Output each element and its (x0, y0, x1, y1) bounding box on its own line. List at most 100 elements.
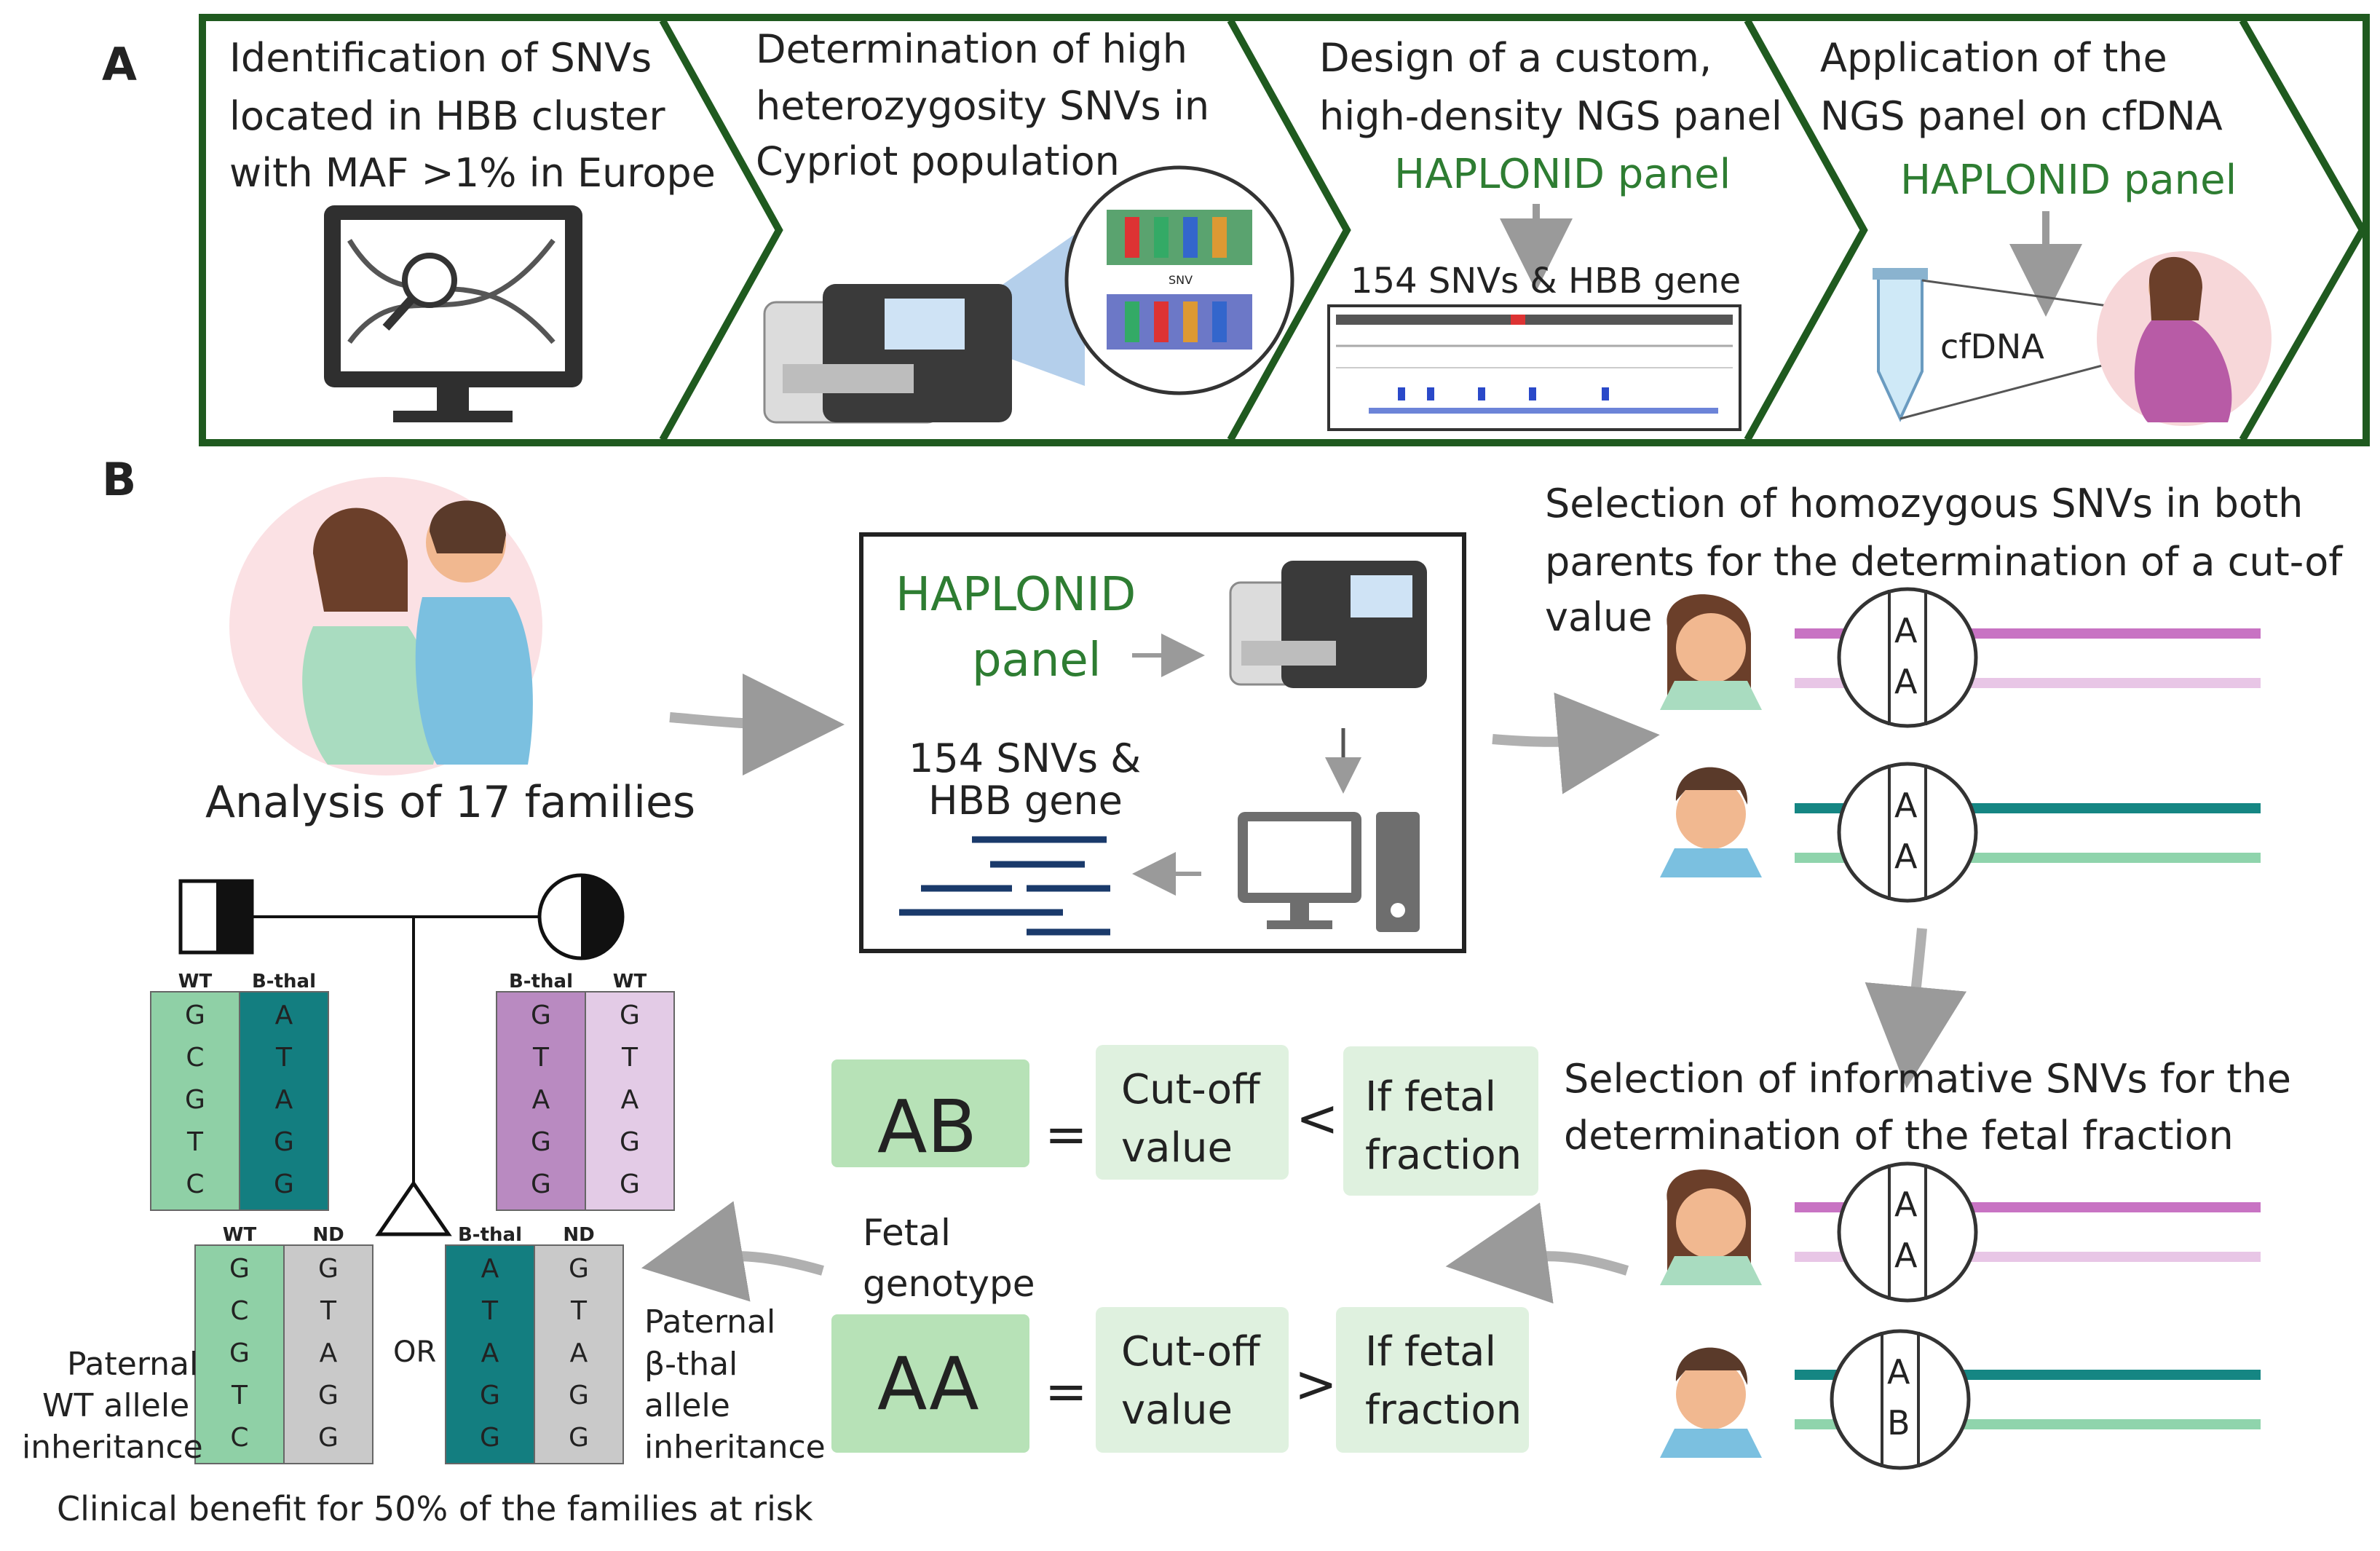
monitor-dna-icon (324, 205, 582, 422)
cutoff-2-line1: Cut-off (1121, 1328, 1261, 1376)
fetus-symbol (375, 1180, 452, 1236)
step4-panel-name: HAPLONID panel (1900, 157, 2237, 204)
haplotype-base: G (569, 1381, 589, 1410)
pregnant-woman-icon (2097, 251, 2272, 426)
step3-panel-name: HAPLONID panel (1394, 151, 1731, 198)
op-2: > (1294, 1354, 1337, 1414)
snv-inset-label: SNV (1169, 273, 1193, 287)
arrow-down (1865, 928, 1967, 1089)
step3-sub: 154 SNVs & HBB gene (1351, 261, 1741, 301)
eq-2: = (1045, 1362, 1088, 1421)
right-caption-3: allele (644, 1387, 730, 1424)
haplonid-box: HAPLONID panel 154 SNVs & HBB gene (859, 532, 1466, 953)
mother-avatar-2 (1660, 1169, 1762, 1285)
haplonid-sub-2: HBB gene (928, 778, 1123, 824)
homo-father-allele2: A (1894, 837, 1918, 876)
haplotype-base: G (620, 1001, 640, 1030)
haplotype-base: G (318, 1423, 339, 1453)
haplotype-base: T (621, 1043, 639, 1073)
haplotype-base: G (531, 1127, 551, 1157)
homo-father-allele1: A (1894, 786, 1918, 825)
haplotype-base: T (532, 1043, 550, 1073)
step4-line2: NGS panel on cfDNA (1820, 93, 2223, 139)
homozygous-line2: parents for the determination of a cut-o… (1545, 539, 2344, 585)
step2-line2: heterozygosity SNVs in (756, 83, 1209, 129)
informative-section: Selection of informative SNVs for the de… (1564, 1056, 2291, 1470)
if-2-line2: fraction (1365, 1386, 1522, 1434)
haplotype-header: ND (312, 1224, 344, 1246)
haplotype-header: WT (613, 971, 647, 992)
haplotype-base: C (186, 1169, 204, 1199)
haplotype-base: G (185, 1085, 205, 1115)
left-caption-2: WT allele (42, 1387, 189, 1424)
right-caption-4: inheritance (644, 1429, 826, 1466)
haplotype-base: G (620, 1169, 640, 1199)
haplotype-base: T (481, 1296, 499, 1326)
haplotype-base: C (230, 1296, 248, 1326)
mother-avatar (1660, 594, 1762, 710)
arrow-to-homozygous (1492, 692, 1660, 794)
haplotype-base: G (229, 1338, 250, 1368)
haplotype-base: G (229, 1254, 250, 1284)
arrow-to-pedigree (641, 1201, 824, 1302)
haplotype-base: G (274, 1169, 294, 1199)
haplotype-base: G (569, 1423, 589, 1453)
left-caption-3: inheritance (22, 1429, 203, 1466)
haplotype-base: A (481, 1254, 499, 1284)
haplotype-base: G (318, 1254, 339, 1284)
haplotype-base: A (481, 1338, 499, 1368)
step3-line1: Design of a custom, (1319, 35, 1712, 81)
footer-caption: Clinical benefit for 50% of the families… (57, 1489, 813, 1528)
info-mother-allele1: A (1894, 1185, 1918, 1224)
computer-icon (1238, 812, 1420, 932)
step1-line2: located in HBB cluster (229, 93, 665, 139)
haplotype-column (283, 1244, 373, 1464)
step2-line3: Cypriot population (756, 138, 1120, 184)
haplotype-base: G (480, 1423, 500, 1453)
haplotype-base: G (480, 1381, 500, 1410)
arrow-to-genotype (1445, 1202, 1629, 1304)
haplonid-name-2: panel (972, 634, 1102, 687)
haplotype-base: T (570, 1296, 588, 1326)
haplotype-base: G (274, 1127, 294, 1157)
step-identification: Identification of SNVs located in HBB cl… (229, 35, 716, 422)
haplotype-base: A (621, 1085, 639, 1115)
haplotype-header: B-thal (458, 1224, 522, 1246)
haplotype-base: A (320, 1338, 338, 1368)
haplotype-base: G (531, 1001, 551, 1030)
sequencer-icon: SNV (763, 165, 1294, 424)
haplonid-sub-1: 154 SNVs & (909, 735, 1141, 781)
read-lines (899, 836, 1110, 936)
cutoff-1-line2: value (1121, 1124, 1233, 1172)
haplotype-header: B-thal (509, 971, 573, 992)
arrow-to-panel (669, 673, 845, 776)
fetal-label-2: genotype (863, 1263, 1035, 1305)
haplotype-header: B-thal (252, 971, 316, 992)
haplotype-header: WT (178, 971, 213, 992)
haplotype-column (534, 1244, 624, 1464)
haplotype-base: G (531, 1169, 551, 1199)
genotype-ab: AB (877, 1084, 977, 1169)
sequencer-icon-b (1229, 561, 1427, 688)
panel-b-label: B (102, 453, 136, 506)
op-1: < (1296, 1089, 1339, 1148)
genome-browser-icon (1327, 304, 1741, 431)
haplotype-base: G (569, 1254, 589, 1284)
families-caption: Analysis of 17 families (205, 777, 695, 828)
homo-mother-allele1: A (1894, 611, 1918, 650)
haplotype-base: G (318, 1381, 339, 1410)
haplotype-base: A (275, 1085, 293, 1115)
haplotype-base: C (186, 1043, 204, 1073)
cfdna-label: cfDNA (1940, 327, 2044, 366)
cfdna-tube-icon (1873, 268, 2108, 422)
haplotype-base: A (570, 1338, 588, 1368)
homozygous-section: Selection of homozygous SNVs in both par… (1545, 481, 2344, 903)
haplotype-base: T (231, 1381, 248, 1410)
or-label: OR (393, 1335, 436, 1369)
haplotype-base: C (230, 1423, 248, 1453)
right-caption-1: Paternal (644, 1303, 775, 1341)
